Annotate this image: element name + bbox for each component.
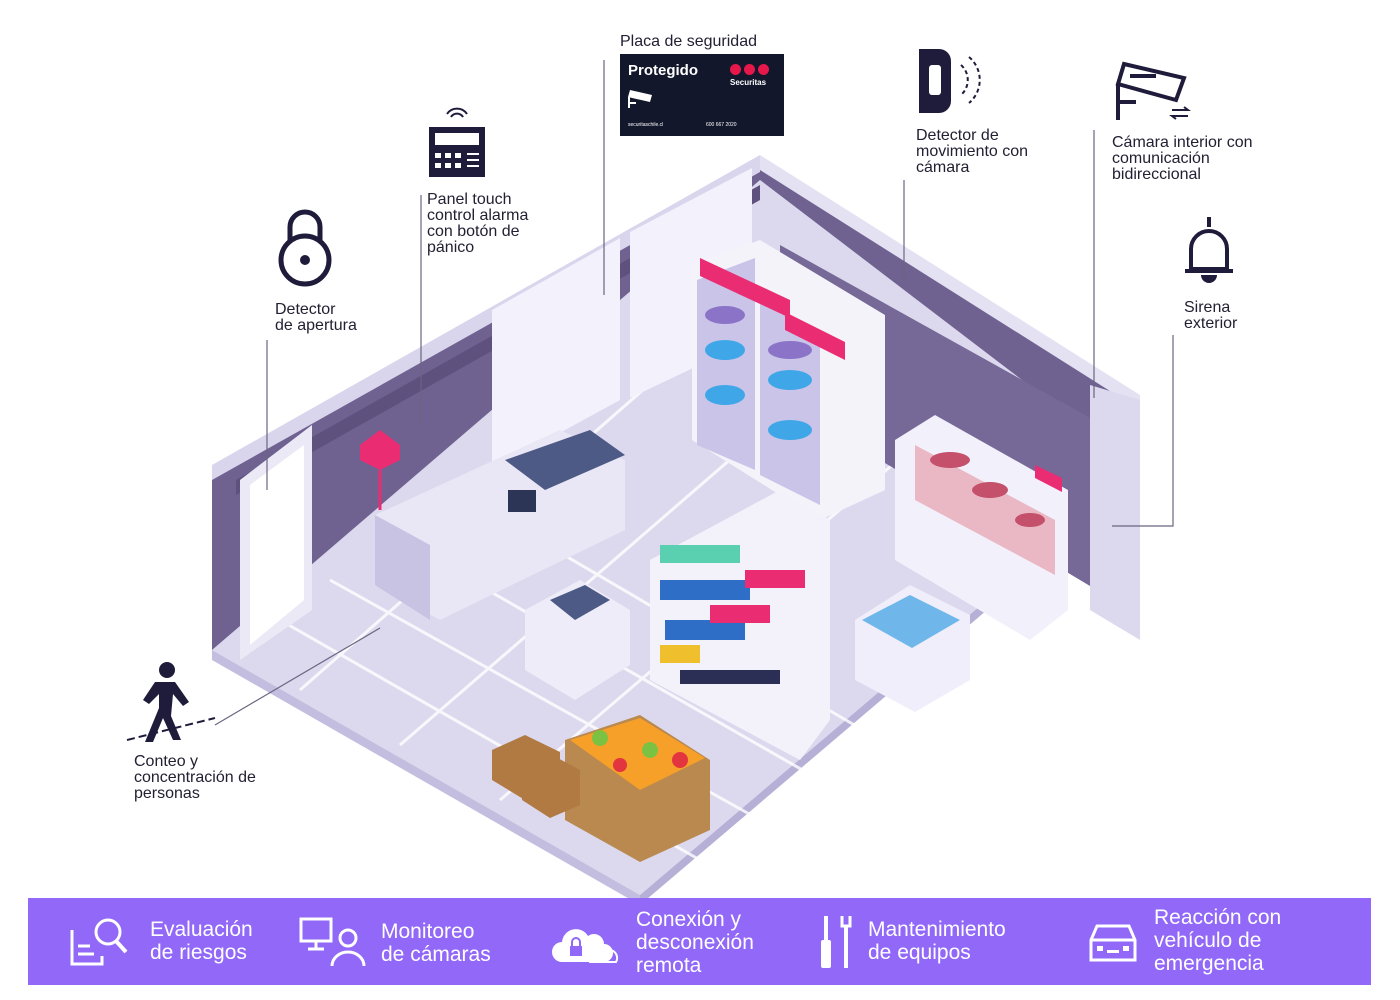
right-wall: [760, 160, 1140, 470]
cctv-camera-icon: [1115, 61, 1191, 120]
plate-protected-text: Protegido: [628, 62, 698, 79]
label-people-counting: Conteo y concentración de personas: [134, 753, 256, 802]
plate-brand-text: Securitas: [730, 78, 767, 87]
alarm-panel-icon: [429, 107, 485, 177]
motion-detector-icon: [919, 49, 981, 113]
service-equipment-maintenance: Mantenimiento de equipos: [813, 898, 1068, 985]
siren-bell-icon: [1185, 217, 1233, 283]
left-wall: [212, 160, 760, 650]
service-emergency-vehicle: Reacción con vehículo de emergencia: [1083, 898, 1353, 985]
service-label: Mantenimiento de equipos: [868, 918, 1006, 964]
security-plate-sign: Protegido Securitas securitaschile.cl 60…: [620, 54, 784, 136]
label-indoor-camera: Cámara interior con comunicación bidirec…: [1112, 134, 1253, 183]
remote-cloud-lock-icon: [552, 929, 619, 963]
label-motion-detector: Detector de movimiento con cámara: [916, 127, 1029, 176]
service-label: Monitoreo de cámaras: [381, 920, 491, 966]
risk-evaluation-icon: [70, 918, 128, 966]
plate-website-text: securitaschile.cl: [628, 122, 664, 128]
walking-person-icon: [126, 662, 216, 742]
label-opening-detector: Detector de apertura: [275, 301, 357, 334]
brand-dot: [758, 64, 769, 75]
service-camera-monitoring: Monitoreo de cámaras: [293, 898, 533, 985]
label-siren: Sirena exterior: [1184, 299, 1238, 332]
service-remote-arming: Conexión y desconexión remota: [548, 898, 798, 985]
service-label: Reacción con vehículo de emergencia: [1154, 906, 1282, 975]
service-label: Conexión y desconexión remota: [636, 908, 754, 977]
camera-monitoring-icon: [299, 917, 366, 967]
service-risk-evaluation: Evaluación de riesgos: [28, 898, 288, 985]
brand-dot: [744, 64, 755, 75]
label-alarm-panel: Panel touch control alarma con botón de …: [427, 191, 529, 256]
label-security-plate: Placa de seguridad: [620, 33, 757, 50]
scale-stand: [525, 580, 630, 700]
brand-dot: [730, 64, 741, 75]
store-isometric-scene: [212, 60, 1174, 900]
services-banner: Evaluación de riesgos Monitoreo de cámar…: [28, 898, 1371, 985]
tools-icon: [821, 916, 852, 968]
service-label: Evaluación de riesgos: [150, 918, 253, 964]
car-icon: [1089, 924, 1137, 962]
padlock-icon: [278, 209, 332, 287]
cctv-camera-icon: [628, 90, 652, 108]
plate-phone-text: 600 667 2020: [706, 122, 737, 128]
